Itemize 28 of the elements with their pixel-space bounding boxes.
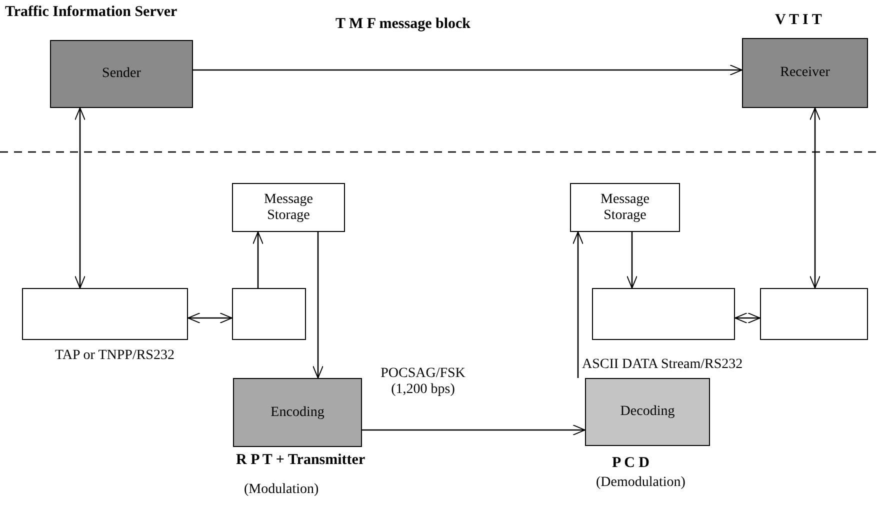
node-caption: V T I T [775, 12, 822, 29]
interface-label: TAP or TNPP/RS232 [55, 348, 174, 364]
arrow [252, 232, 264, 288]
node-caption: (Demodulation) [596, 475, 686, 491]
empty-box [592, 288, 735, 340]
node-caption: R P T + Transmitter [236, 452, 366, 469]
storage-box: Message Storage [232, 183, 345, 232]
title: Traffic Information Server [5, 4, 178, 21]
arrow [810, 108, 820, 288]
empty-box [760, 288, 868, 340]
arrow [572, 232, 584, 378]
node-caption: (Modulation) [244, 482, 319, 498]
process-box: Receiver [742, 38, 868, 108]
arrow [734, 312, 760, 324]
arrow [188, 312, 232, 324]
arrow [193, 64, 742, 76]
process-box: Decoding [585, 378, 710, 446]
empty-box [232, 288, 306, 340]
process-box: Sender [50, 40, 193, 108]
empty-box [22, 288, 188, 340]
arrow [362, 424, 586, 436]
arrow [312, 232, 324, 378]
interface-label: ASCII DATA Stream/RS232 [582, 357, 743, 373]
arrow [74, 108, 86, 288]
node-caption: P C D [612, 455, 650, 472]
arrow [626, 232, 638, 288]
process-box: Encoding [233, 378, 362, 447]
storage-box: Message Storage [570, 183, 680, 232]
